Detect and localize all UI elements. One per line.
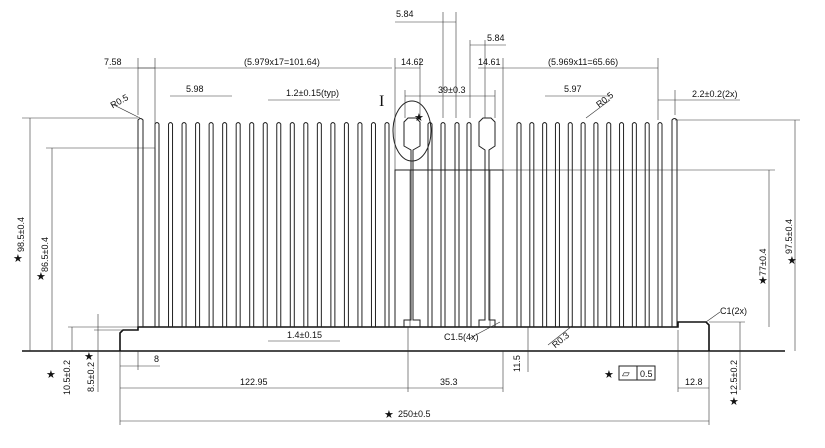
dim-r0-5-right: R0.5 — [594, 90, 615, 110]
fin — [593, 122, 599, 327]
dim-r0-3: R0.3 — [550, 330, 571, 350]
t-slot-right — [478, 117, 496, 327]
fin — [542, 122, 548, 327]
fin — [644, 122, 650, 327]
fin — [631, 122, 637, 327]
fin — [195, 122, 201, 327]
fin — [580, 122, 586, 327]
dim-pitch-right: (5.969x11=65.66) — [548, 57, 618, 67]
fin — [262, 122, 268, 327]
fin — [181, 122, 187, 327]
dim-5-98: 5.98 — [186, 84, 204, 94]
dim-fin-thickness: 1.2±0.15(typ) — [286, 88, 339, 98]
bottom-dimensions: 8 122.95 35.3 12.8 250±0.5 ★ 1.4±0.15 C1… — [119, 306, 747, 425]
dim-97-5: 97.5±0.4 — [784, 219, 794, 254]
dim-12-8: 12.8 — [685, 377, 703, 387]
fin — [516, 122, 522, 327]
top-dimensions: (5.979x17=101.64) 7.58 14.62 (5.969x11=6… — [104, 9, 740, 170]
fin — [427, 122, 433, 327]
fin — [249, 122, 255, 327]
center-block — [394, 169, 504, 327]
dim-12-5: 12.5±0.2 — [729, 360, 739, 395]
heatsink-profile: I — [22, 93, 785, 352]
dim-14-61: 14.61 — [478, 57, 501, 67]
fin-array — [137, 118, 678, 327]
vertical-dimensions: 98.5±0.4 ★ 86.5±0.4 ★ 97.5±0.4 ★ 77±0.4 … — [13, 117, 800, 408]
fin — [671, 118, 678, 327]
star-250: ★ — [384, 408, 394, 421]
fin — [343, 122, 349, 327]
dim-5-84-second: 5.84 — [487, 33, 505, 43]
fin — [222, 122, 228, 327]
fin — [289, 122, 295, 327]
fin — [316, 122, 322, 327]
dim-14-62: 14.62 — [401, 57, 424, 67]
dim-pitch-left: (5.979x17=101.64) — [244, 57, 320, 67]
dim-8: 8 — [154, 354, 159, 364]
dim-c1-5: C1.5(4x) — [444, 332, 479, 342]
dim-5-84-top: 5.84 — [396, 9, 414, 19]
fin — [357, 122, 363, 327]
fin — [466, 122, 472, 327]
fin — [554, 122, 560, 327]
dim-5-97: 5.97 — [564, 84, 582, 94]
dim-8-5: 8.5±0.2 — [86, 362, 96, 392]
dim-11-5: 11.5 — [512, 355, 522, 372]
fin — [168, 122, 174, 327]
fin — [567, 122, 573, 327]
detail-callout-ellipse — [392, 100, 432, 162]
fin — [276, 122, 282, 327]
dim-35-3: 35.3 — [440, 377, 458, 387]
star-10-5: ★ — [46, 368, 56, 381]
detail-label: I — [379, 93, 384, 110]
dim-39: 39±0.3 — [438, 85, 465, 95]
dim-77: 77±0.4 — [758, 249, 768, 276]
dim-86-5: 86.5±0.4 — [40, 237, 50, 272]
dim-1-4: 1.4±0.15 — [287, 330, 322, 340]
flatness-value: 0.5 — [640, 369, 653, 379]
flatness-symbol: ▱ — [622, 369, 630, 380]
star-flatness: ★ — [604, 368, 614, 381]
star-97-5: ★ — [787, 254, 797, 267]
star-98-5: ★ — [13, 252, 23, 265]
dim-10-5: 10.5±0.2 — [62, 360, 72, 395]
fin — [303, 122, 309, 327]
dim-250: 250±0.5 — [398, 409, 430, 419]
fin — [454, 122, 460, 327]
star-12-5: ★ — [729, 395, 739, 408]
star-8-5: ★ — [84, 350, 94, 363]
fin — [619, 122, 625, 327]
star-marker-top: ★ — [414, 111, 424, 124]
fin — [529, 122, 535, 327]
dim-c1: C1(2x) — [720, 306, 747, 316]
dim-2-2: 2.2±0.2(2x) — [692, 89, 737, 99]
fin — [384, 122, 390, 327]
fin — [330, 122, 336, 327]
base-outline — [119, 321, 710, 351]
dim-7-58: 7.58 — [104, 57, 122, 67]
dim-122-95: 122.95 — [240, 377, 268, 387]
star-86-5: ★ — [36, 270, 46, 283]
fin — [208, 122, 214, 327]
star-77: ★ — [758, 274, 768, 287]
fin — [137, 118, 144, 327]
t-slot-left — [403, 117, 421, 327]
fin — [154, 122, 160, 327]
fin — [440, 122, 446, 327]
fin — [657, 122, 663, 327]
fin — [370, 122, 376, 327]
fin — [235, 122, 241, 327]
fin — [606, 122, 612, 327]
dim-98-5: 98.5±0.4 — [16, 217, 26, 252]
